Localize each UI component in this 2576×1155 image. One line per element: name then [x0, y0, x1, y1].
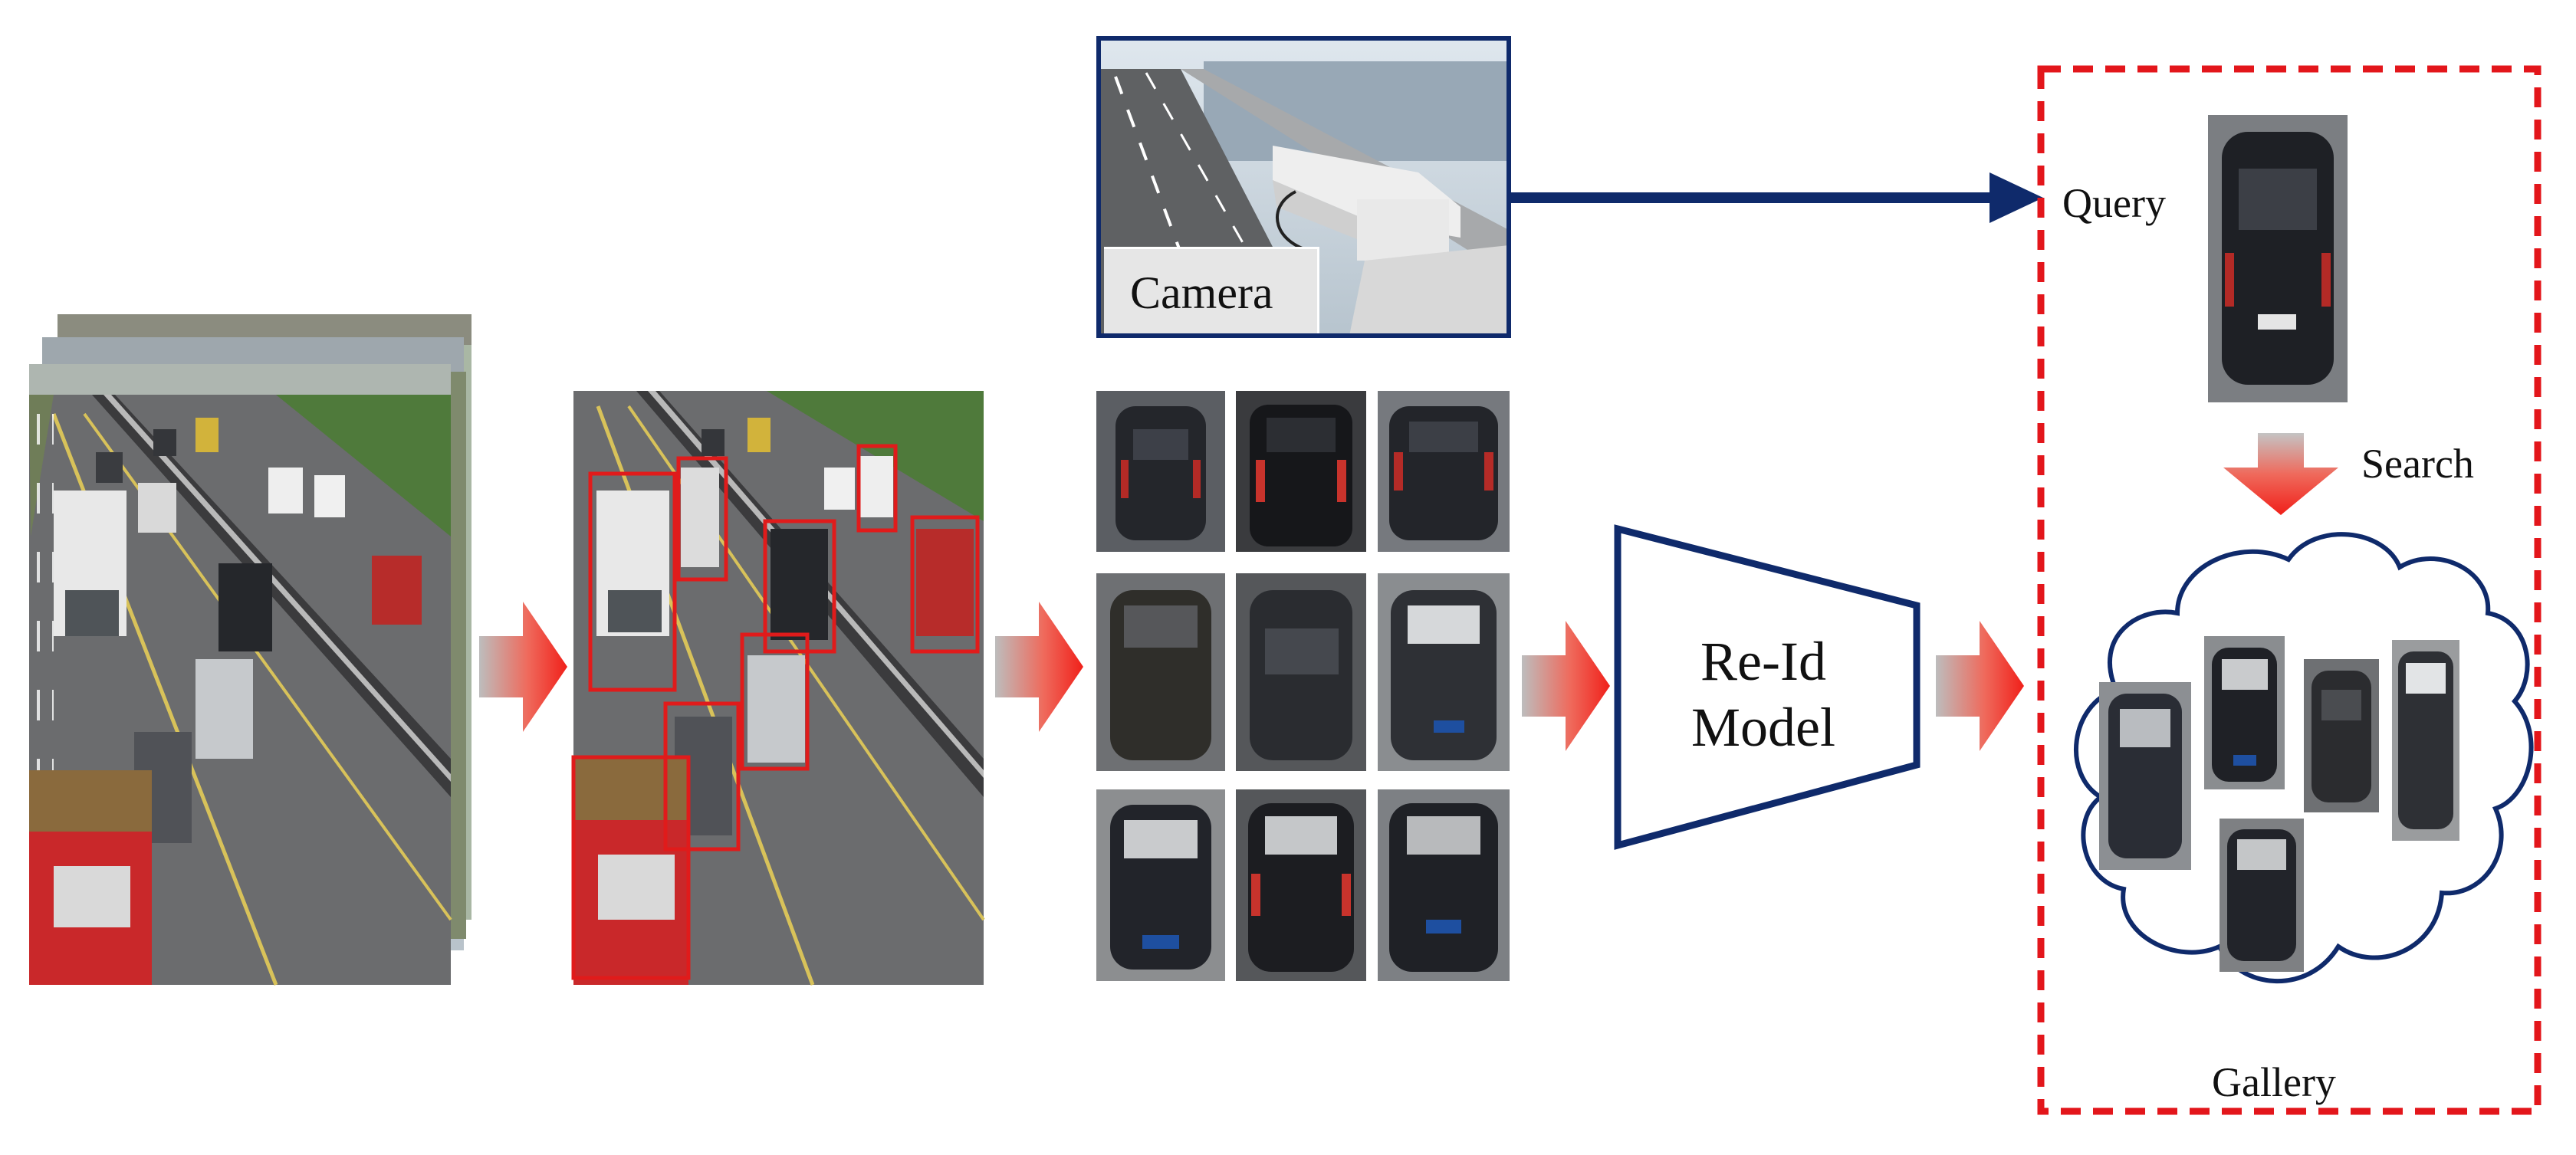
vehicle-crops-grid: [1096, 391, 1510, 981]
flow-arrow-3: [1522, 621, 1610, 751]
camera-to-query-arrow: [1509, 172, 2043, 223]
detection-bounding-boxes: [571, 444, 980, 980]
camera-label-box: [1104, 247, 1319, 333]
query-label: Query: [2062, 180, 2166, 226]
retrieval-box: [2037, 65, 2542, 1115]
flow-arrow-2: [995, 602, 1083, 732]
bbox-car-d: [740, 632, 810, 771]
query-image: [2208, 115, 2348, 402]
bbox-car-e: [663, 701, 741, 851]
camera-image: [1096, 36, 1511, 338]
flow-arrow-1: [479, 602, 567, 732]
bbox-car-a: [676, 456, 728, 582]
frame-front: [29, 364, 452, 986]
video-frame-stack: [29, 314, 472, 986]
bbox-red-truck: [571, 755, 691, 980]
reid-model-label: Re-Id Model: [1633, 628, 1894, 761]
bbox-truck: [588, 471, 677, 692]
bbox-red-car: [910, 515, 980, 654]
reid-model-label-line1: Re-Id: [1700, 631, 1826, 692]
reid-model-label-line2: Model: [1691, 697, 1835, 759]
search-label: Search: [2361, 441, 2474, 487]
detection-frame: [571, 391, 985, 986]
camera-label: Camera: [1130, 267, 1273, 318]
flow-arrow-4: [1936, 621, 2024, 751]
gallery-label: Gallery: [2212, 1059, 2336, 1105]
bbox-car-b: [763, 519, 836, 654]
bbox-car-c: [856, 444, 898, 533]
gallery-images: [2099, 636, 2459, 972]
reid-model-block: [1614, 524, 1921, 850]
search-down-arrow: [2223, 433, 2338, 515]
